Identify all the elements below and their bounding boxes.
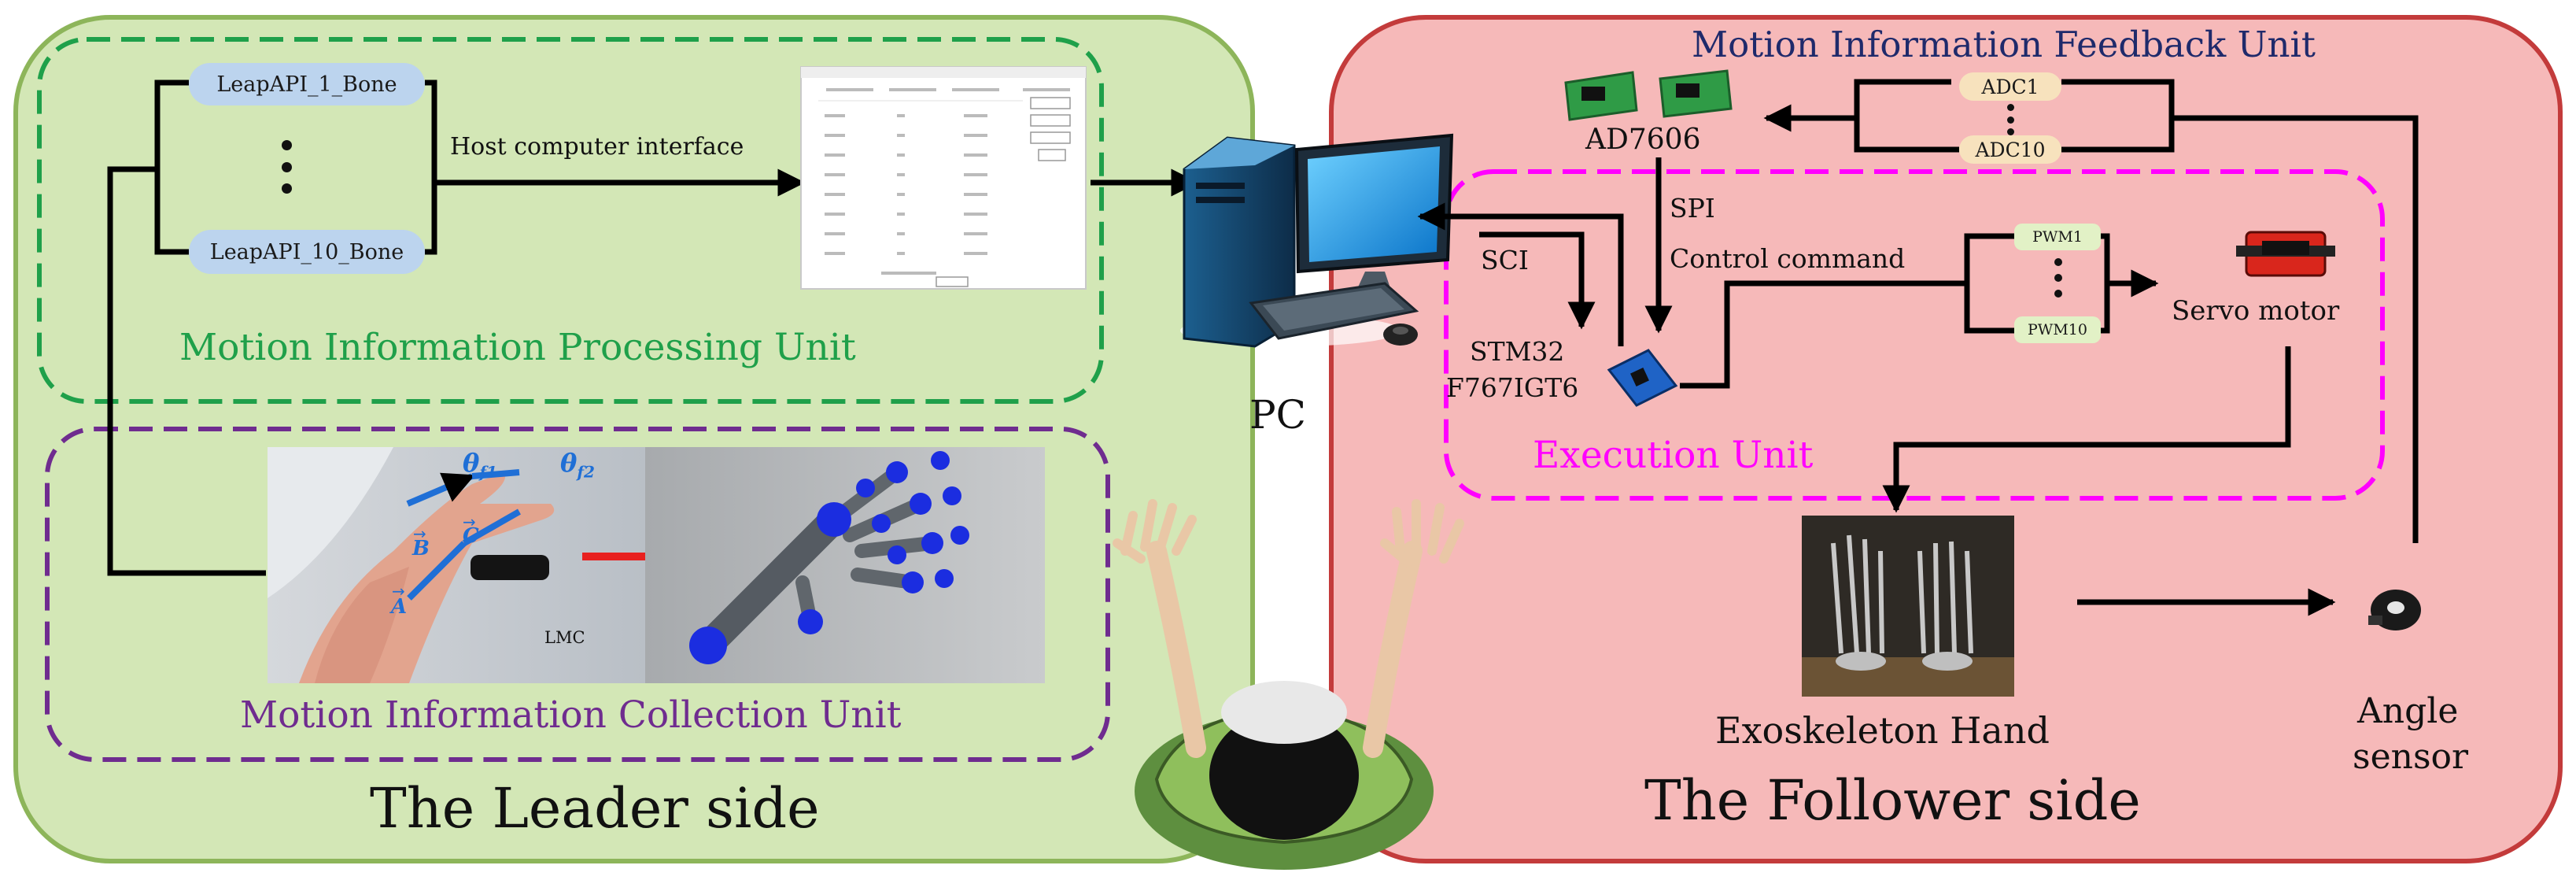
servo-to-hand-arrow — [1882, 346, 2291, 513]
collection-unit-title: Motion Information Collection Unit — [240, 693, 902, 737]
bone-first-pill: LeapAPI_1_Bone — [189, 63, 425, 105]
mcu-label-line2: F767IGT6 — [1446, 372, 1579, 403]
angle-feedback-line — [2172, 115, 2419, 543]
adc-last-pill: ADC10 — [1959, 135, 2061, 164]
execution-unit-title: Execution Unit — [1533, 434, 1814, 477]
vec-b-arrow: → — [413, 524, 426, 543]
spi-label: SPI — [1670, 193, 1715, 224]
mcu-label-line1: STM32 — [1470, 336, 1565, 367]
bone-last-pill: LeapAPI_10_Bone — [189, 230, 425, 274]
theta-f2-label: θf2 — [560, 448, 595, 482]
pwm-last-pill: PWM10 — [2014, 316, 2101, 343]
mcu-to-pc-arrow — [1417, 202, 1624, 346]
angle-sensor-label-line2: sensor — [2353, 737, 2469, 777]
leader-side-title: The Leader side — [370, 776, 820, 841]
vec-a-label: A — [391, 595, 408, 619]
bone-bracket-right — [425, 79, 437, 255]
vec-c-arrow: → — [463, 512, 476, 531]
control-command-label: Control command — [1670, 243, 1906, 274]
control-command-line — [1680, 280, 1967, 389]
theta-f1-label: θf1 — [463, 448, 497, 482]
vec-b-label: B — [412, 537, 430, 560]
stm32-board — [1607, 349, 1678, 407]
follower-panel — [1329, 15, 2563, 863]
exoskeleton-photo — [1802, 516, 2014, 697]
angle-sensor-image — [2368, 590, 2421, 630]
servo-motor-label: Servo motor — [2172, 295, 2340, 327]
leap-motion-photo — [268, 447, 645, 683]
execution-unit-box — [1444, 169, 2385, 501]
bone-ellipsis — [281, 140, 292, 194]
operator-illustration — [1113, 499, 1464, 870]
vec-a-arrow: → — [392, 582, 405, 601]
feedback-unit-title: Motion Information Feedback Unit — [1692, 24, 2316, 65]
ad7606-label: AD7606 — [1585, 124, 1701, 156]
lmc-feed-line — [107, 166, 266, 576]
pwm-bracket — [1964, 233, 2014, 334]
processing-unit-title: Motion Information Processing Unit — [179, 326, 856, 369]
collection-unit-box — [45, 427, 1110, 762]
lmc-label: LMC — [544, 628, 585, 647]
exoskeleton-hand-label: Exoskeleton Hand — [1715, 709, 2050, 752]
vec-c-label: C — [463, 524, 479, 548]
virtual-hand-photo — [645, 447, 1045, 683]
angle-sensor-label-line1: Angle — [2357, 691, 2459, 731]
servo-motor-image — [2236, 231, 2335, 277]
sci-label: SCI — [1481, 245, 1529, 275]
adc-ellipsis — [2005, 104, 2016, 135]
pc-label: PC — [1249, 392, 1306, 438]
follower-side-title: The Follower side — [1644, 768, 2141, 833]
sci-arrow — [1479, 231, 1596, 330]
host-interface-label: Host computer interface — [450, 133, 744, 161]
pc-illustration — [1180, 133, 1454, 348]
ad7606-boards — [1564, 69, 1733, 121]
pwm-ellipsis — [2053, 258, 2064, 298]
adc-first-pill: ADC1 — [1959, 72, 2061, 101]
software-screenshot — [800, 66, 1087, 290]
pwm-first-pill: PWM1 — [2014, 224, 2101, 250]
